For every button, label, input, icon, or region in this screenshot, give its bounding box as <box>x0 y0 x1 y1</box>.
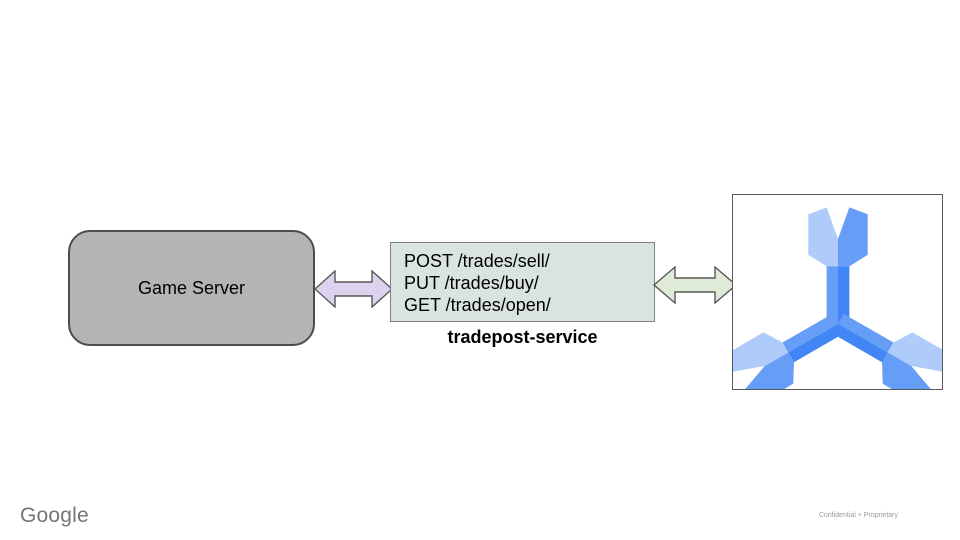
spanner-arm-lower-right <box>832 313 942 389</box>
spanner-arm-up <box>808 207 868 324</box>
google-logo: Google <box>20 504 89 527</box>
game-server-node: Game Server <box>68 230 315 346</box>
confidentiality-notice: Confidential + Proprietary <box>818 512 898 519</box>
bidirectional-arrow-icon <box>653 266 737 304</box>
cloud-spanner-icon <box>733 207 942 389</box>
spanner-node <box>732 194 943 390</box>
spanner-arm-lower-left <box>733 313 844 389</box>
endpoint-line: POST /trades/sell/ <box>404 251 550 271</box>
endpoint-line: GET /trades/open/ <box>404 295 551 315</box>
double-arrow-shape <box>314 270 393 308</box>
game-server-label: Game Server <box>137 277 246 298</box>
bidirectional-arrow-icon <box>314 270 393 308</box>
endpoint-line: PUT /trades/buy/ <box>404 273 539 293</box>
tradepost-service-node: POST /trades/sell/ PUT /trades/buy/ GET … <box>390 242 655 322</box>
double-arrow-shape <box>653 266 737 304</box>
tradepost-service-caption: tradepost-service <box>447 327 598 347</box>
